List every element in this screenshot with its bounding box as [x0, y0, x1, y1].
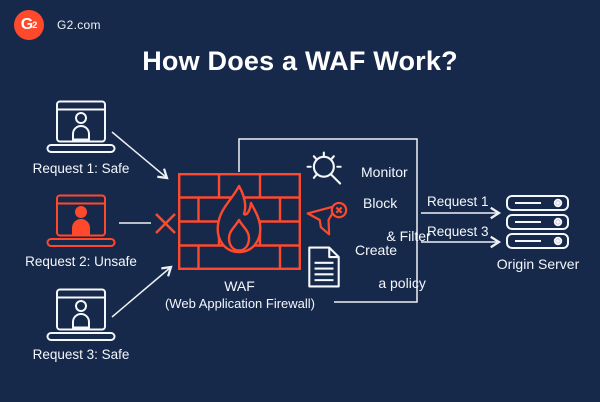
policy-document-icon	[308, 246, 340, 288]
forwarded-request1-label: Request 1	[427, 194, 489, 209]
block-filter-funnel-icon	[306, 201, 348, 236]
site-label: G2.com	[57, 18, 101, 32]
origin-server-label: Origin Server	[496, 256, 580, 272]
monitor-magnifier-icon	[306, 151, 342, 185]
request2-label: Request 2: Unsafe	[25, 254, 137, 269]
waf-abbr-label: WAF	[224, 278, 255, 294]
request3-label: Request 3: Safe	[32, 347, 130, 362]
waf-fullname-label: (Web Application Firewall)	[164, 296, 316, 311]
blocked-x-icon	[155, 213, 176, 234]
g2-logo-letter: G	[20, 16, 34, 33]
laptop-request3-icon	[46, 288, 116, 341]
capability-create-policy-label-line2: a policy	[378, 275, 426, 292]
capability-create-policy-label-line1: Create	[355, 242, 398, 259]
capability-monitor-label: Monitor	[361, 163, 408, 180]
g2-logo-sup: 2	[32, 19, 38, 30]
firewall-brick-flame-icon	[178, 173, 301, 270]
origin-server-icon	[506, 195, 569, 249]
laptop-request1-icon	[46, 100, 116, 153]
capability-create-policy: Create a policy	[306, 242, 426, 292]
forwarded-request3-label: Request 3	[427, 224, 489, 239]
capability-monitor: Monitor	[306, 150, 408, 194]
capability-block-filter-label-line1: Block	[363, 195, 398, 212]
capability-block-filter-label-line2: & Filter	[386, 228, 431, 245]
page-title: How Does a WAF Work?	[142, 46, 458, 76]
request1-label: Request 1: Safe	[32, 161, 130, 176]
capability-block-filter: Block & Filter	[306, 195, 431, 245]
laptop-request2-icon	[46, 194, 116, 247]
